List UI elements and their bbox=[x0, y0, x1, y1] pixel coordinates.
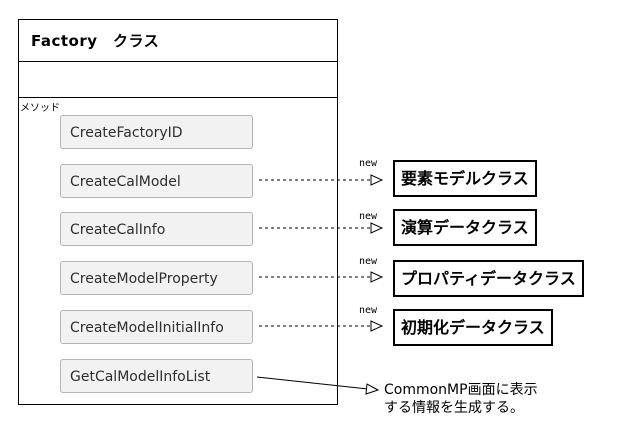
note-line-1: CommonMP画面に表示 bbox=[384, 382, 538, 398]
attributes-divider bbox=[19, 97, 337, 98]
target-calc-data-class: 演算データクラス bbox=[393, 209, 537, 246]
arrowhead-init-data bbox=[370, 320, 384, 332]
methods-section-label: メソッド bbox=[20, 103, 60, 114]
title-divider bbox=[19, 61, 337, 62]
new-label-element-model: new bbox=[359, 158, 378, 169]
arrowhead-property-data bbox=[370, 271, 384, 283]
factory-class-box: Factory クラス メソッド CreateFactoryID CreateC… bbox=[18, 19, 338, 405]
target-element-model-class: 要素モデルクラス bbox=[393, 160, 537, 197]
arrowhead-calc-data bbox=[370, 222, 384, 234]
method-get-cal-model-info-list: GetCalModelInfoList bbox=[60, 359, 253, 393]
note-text: CommonMP画面に表示 する情報を生成する。 bbox=[384, 381, 538, 417]
class-title: Factory クラス bbox=[31, 32, 160, 50]
new-label-init-data: new bbox=[359, 305, 378, 316]
arrow-note bbox=[256, 376, 369, 390]
method-create-cal-info: CreateCalInfo bbox=[60, 212, 253, 246]
method-create-model-property: CreateModelProperty bbox=[60, 261, 253, 295]
target-property-data-class: プロパティデータクラス bbox=[393, 260, 584, 297]
arrowhead-note bbox=[365, 383, 380, 395]
method-create-cal-model: CreateCalModel bbox=[60, 164, 253, 198]
note-line-2: する情報を生成する。 bbox=[384, 400, 524, 416]
arrowhead-element-model bbox=[370, 174, 384, 186]
method-create-model-initial-info: CreateModelInitialInfo bbox=[60, 310, 253, 344]
new-label-property-data: new bbox=[359, 256, 378, 267]
new-label-calc-data: new bbox=[359, 211, 378, 222]
method-create-factory-id: CreateFactoryID bbox=[60, 115, 253, 149]
target-init-data-class: 初期化データクラス bbox=[393, 309, 553, 346]
